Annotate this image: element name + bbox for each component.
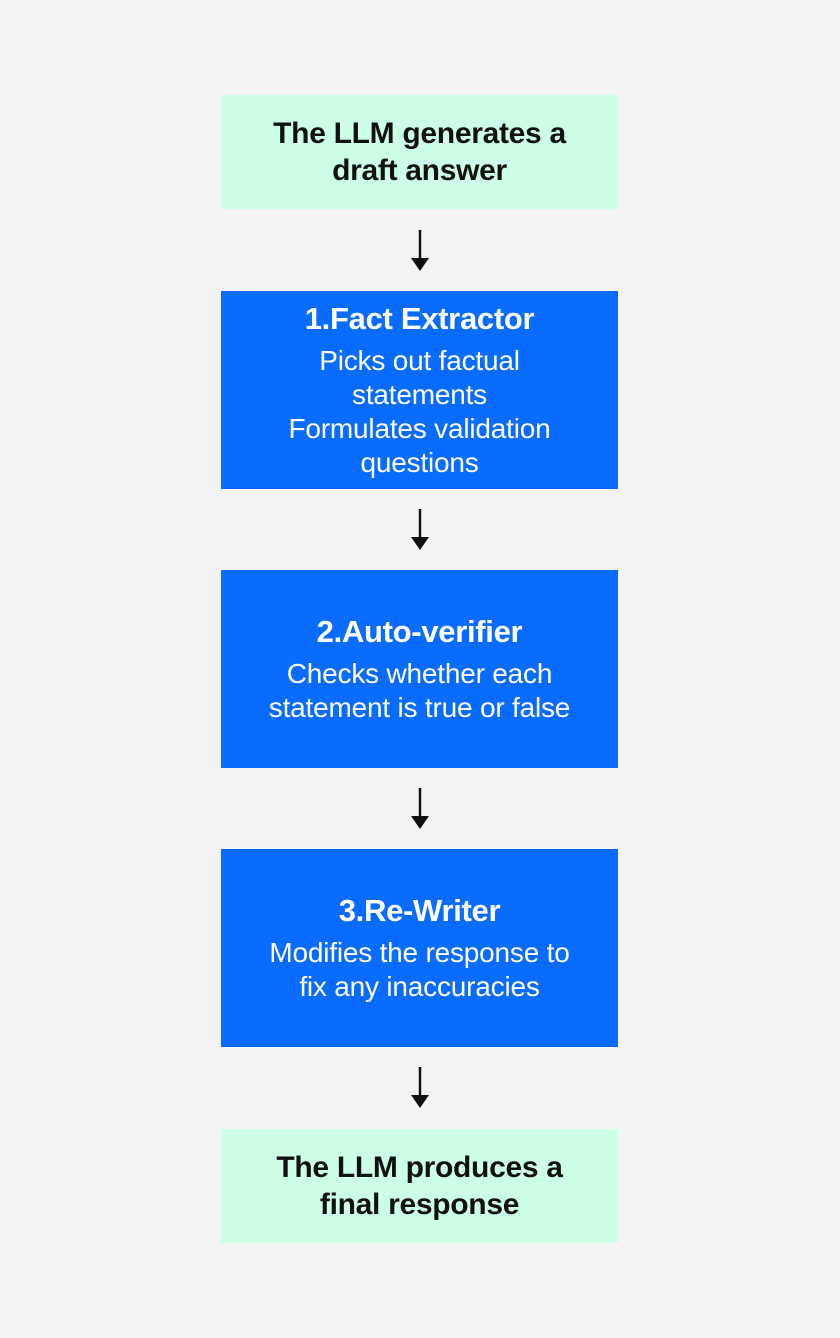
fact-extractor-description: Picks out factual statements Formulates … — [288, 345, 551, 478]
end-node-text: The LLM produces a final response — [276, 1151, 563, 1221]
arrow-down-icon — [411, 230, 429, 271]
end-node: The LLM produces a final response — [221, 1129, 618, 1243]
re-writer-node: 3.Re-Writer Modifies the response to fix… — [221, 849, 618, 1047]
arrow-down-icon — [411, 788, 429, 829]
start-node: The LLM generates a draft answer — [221, 95, 618, 209]
auto-verifier-node: 2.Auto-verifier Checks whether each stat… — [221, 570, 618, 768]
start-node-text: The LLM generates a draft answer — [273, 117, 566, 187]
fact-extractor-title: 1.Fact Extractor — [304, 301, 535, 336]
auto-verifier-description: Checks whether each statement is true or… — [268, 658, 571, 723]
arrow-down-icon — [411, 1067, 429, 1108]
fact-extractor-node: 1.Fact Extractor Picks out factual state… — [221, 291, 618, 489]
auto-verifier-title: 2.Auto-verifier — [316, 614, 523, 649]
re-writer-description: Modifies the response to fix any inaccur… — [269, 937, 570, 1002]
re-writer-title: 3.Re-Writer — [338, 893, 501, 928]
arrow-down-icon — [411, 509, 429, 550]
